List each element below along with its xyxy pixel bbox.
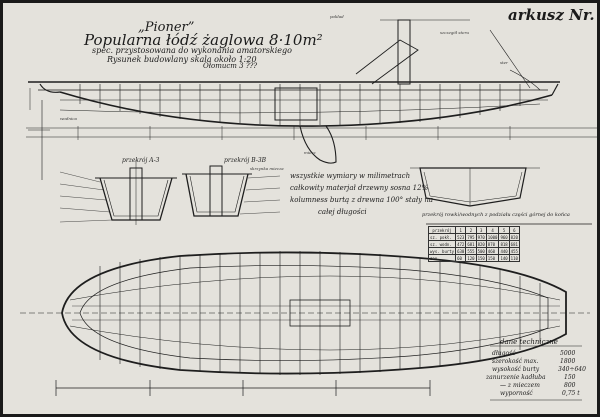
sheet-number-label: arkusz Nr. 1 — [508, 6, 600, 24]
section-b-drawing — [182, 165, 281, 217]
tech-data-label: wyporność — [500, 390, 533, 397]
drawing-spec-line: spec. przystosowana do wykonania amators… — [92, 46, 292, 55]
tech-data-label: szerokość max. — [492, 358, 539, 365]
note-line: kolumness burtą z drewna 100° stały na — [290, 196, 434, 204]
table-row: zan. 60 120 150 150 140 110 — [427, 254, 520, 262]
waterline-label: wodnica — [60, 116, 77, 121]
section-a-drawing — [59, 160, 177, 225]
drawing-subtitle: Popularna łódź żaglowa 8·10m² — [84, 31, 323, 49]
tech-data-label: zanurzenie kadłuba — [486, 374, 546, 381]
tech-data-value: 1800 — [560, 358, 576, 365]
tech-data-label: wysokość burty — [492, 366, 540, 373]
centerboard-case-label: skrzynka miecza — [250, 166, 284, 171]
technical-data-title: dane techniczne — [500, 338, 558, 346]
note-line: całej długości — [318, 208, 367, 216]
transom-section-drawing — [410, 167, 540, 207]
tech-data-value: 150 — [564, 374, 576, 381]
tech-data-value: 0,75 t — [562, 390, 580, 397]
tech-data-value: 340÷640 — [558, 366, 586, 373]
section-a-label: przekrój A-3 — [122, 157, 160, 164]
tech-data-label: — z mieczem — [500, 382, 540, 389]
side-elevation — [26, 19, 600, 180]
tech-data-value: 5000 — [560, 350, 576, 357]
table-cell: 110 — [508, 254, 520, 262]
note-line: całkowity materjał drzewny sosna 12% — [290, 184, 429, 192]
table-cell: 150 — [475, 254, 487, 262]
section-b-label: przekrój B-3B — [224, 157, 267, 164]
transom-section-caption: przekrój rowki/wodnych z podziału części… — [422, 212, 570, 218]
rudder-label: ster — [500, 60, 508, 65]
drawing-signature-line: Ołomucm 3 ??? — [203, 62, 258, 70]
tech-data-label: długość — [492, 350, 516, 357]
offset-table: przekrój 1 2 3 4 5 6 sz. pokł. 523 795 9… — [427, 226, 520, 262]
deck-label: pokład — [330, 14, 344, 19]
tech-data-value: 800 — [564, 382, 576, 389]
rudder-detail-label: szczegół steru — [440, 30, 469, 35]
plan-view — [20, 251, 590, 396]
centerboard-label: miecz — [304, 150, 316, 155]
drawing-title: „Pioner” — [138, 20, 195, 35]
drawing-scale-line: Rysunek budowlany skala około 1:20 — [107, 55, 257, 64]
note-line: wszystkie wymiary w milimetrach — [290, 172, 411, 180]
